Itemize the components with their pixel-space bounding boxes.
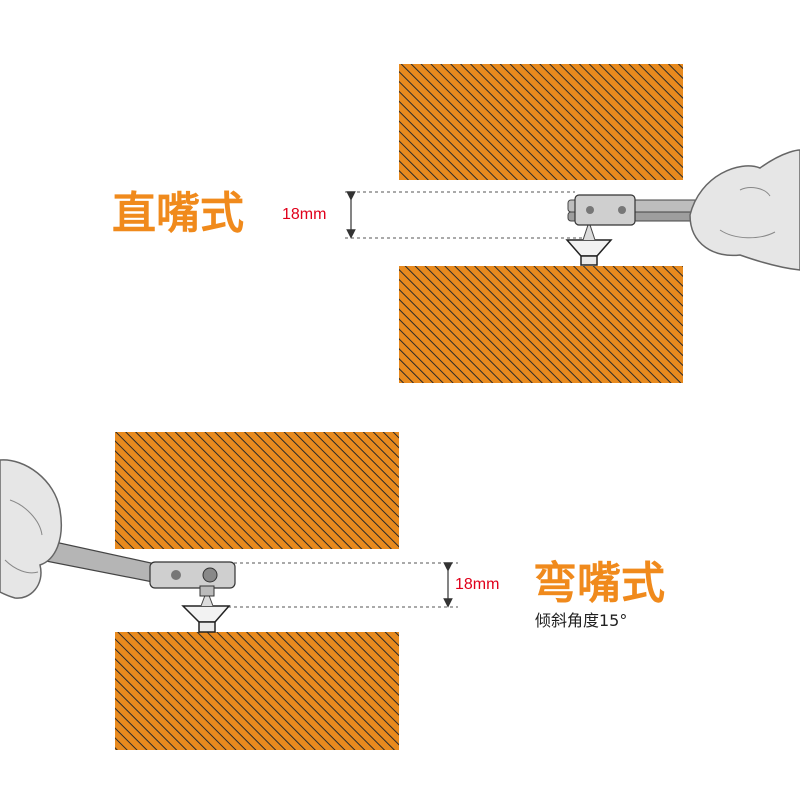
bottom-board-lower bbox=[115, 632, 399, 750]
straight-nozzle-group bbox=[345, 64, 800, 383]
straight-dimension-label: 18mm bbox=[282, 206, 327, 223]
top-fastener-clip-icon bbox=[565, 220, 613, 266]
top-board-lower bbox=[399, 266, 683, 383]
bent-nozzle-title: 弯嘴式 bbox=[533, 558, 665, 609]
bottom-board-upper bbox=[115, 432, 399, 549]
left-hand-icon bbox=[0, 459, 62, 599]
straight-nozzle-title: 直嘴式 bbox=[112, 188, 244, 239]
bent-nozzle-group bbox=[0, 432, 458, 750]
top-board-upper bbox=[399, 64, 683, 180]
bent-dimension-label: 18mm bbox=[455, 576, 500, 593]
right-hand-icon bbox=[689, 149, 800, 271]
bent-angle-note: 倾斜角度15° bbox=[535, 611, 628, 630]
